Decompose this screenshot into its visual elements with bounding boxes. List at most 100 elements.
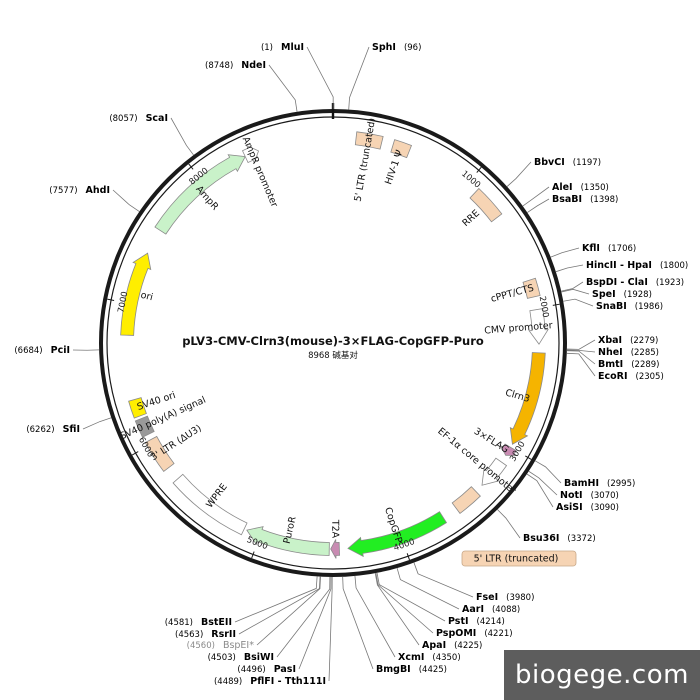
plasmid-size: 8968 碱基对 <box>308 350 358 361</box>
feature-cmv-promoter: CMV promoter <box>484 308 553 345</box>
feature-cmv-promoter-shape <box>528 308 549 345</box>
enzyme-name-pspomi: PspOMI <box>436 628 476 639</box>
tick-mark <box>525 455 532 460</box>
enzyme-site-xcmi: XcmI (4350) <box>354 575 461 664</box>
enzyme-position-bmti: (2289) <box>631 360 659 370</box>
feature-hiv1-psi-label: HIV-1 Ψ <box>383 149 405 186</box>
feature-3xflag: 3×FLAG <box>472 426 519 456</box>
enzyme-leader-pasi <box>298 576 332 670</box>
enzyme-label-bspdi-clai: BspDI - ClaI (1923) <box>586 270 684 289</box>
enzyme-leader-noti <box>528 470 558 496</box>
tick-mark <box>406 553 410 561</box>
feature-ltr3: 3' LTR (ΔU3) <box>144 423 204 472</box>
enzyme-position-nhei: (2285) <box>631 348 659 358</box>
enzyme-name-bsabi: BsaBI <box>552 194 582 205</box>
enzyme-position-bmgbi: (4425) <box>419 665 447 675</box>
enzyme-leader-apai <box>374 573 420 646</box>
enzyme-leader-bmti <box>566 350 596 365</box>
enzyme-label-aari: AarI (4088) <box>462 597 520 616</box>
enzyme-leader-fsei <box>413 562 474 598</box>
watermark-logo: biogege.com <box>504 650 700 700</box>
feature-ampr-promoter: AmpR promoter <box>240 135 280 209</box>
enzyme-position-bbvci: (1197) <box>573 158 601 168</box>
feature-3xflag-label: 3×FLAG <box>472 426 511 456</box>
enzyme-leader-scai <box>170 117 194 156</box>
enzyme-site-rsrii: (4563) RsrII <box>175 576 321 640</box>
enzyme-position-bamhi: (2995) <box>607 479 635 489</box>
enzyme-site-bspei: (4560) BspEI* <box>187 576 321 651</box>
enzyme-position-bsiwi: (4503) <box>208 653 236 663</box>
enzyme-position-aari: (4088) <box>492 605 520 615</box>
enzyme-name-spei: SpeI <box>592 289 616 300</box>
enzyme-leader-sphi <box>348 46 370 110</box>
feature-ori-shape <box>120 252 152 336</box>
enzyme-label-xbai: XbaI (2279) <box>598 328 658 347</box>
enzyme-leader-psti <box>376 572 446 622</box>
enzyme-label-ahdi: (7577) AhdI <box>49 178 110 197</box>
enzyme-position-pflfi-tth111i: (4489) <box>214 677 242 687</box>
tick-mark <box>188 163 194 170</box>
enzyme-label-bbvci: BbvCI (1197) <box>534 150 601 169</box>
enzyme-leader-mlui <box>306 46 334 110</box>
feature-ampr-promoter-shape <box>241 144 260 165</box>
enzyme-name-bspdi-clai: BspDI - ClaI <box>586 277 648 288</box>
enzyme-position-ndei: (8748) <box>205 61 233 71</box>
feature-ltr3-shape <box>144 435 175 472</box>
enzyme-label-ecori: EcoRI (2305) <box>598 364 664 383</box>
feature-puror-shape <box>246 526 330 556</box>
enzyme-position-snabi: (1986) <box>635 302 663 312</box>
feature-clrn3: Clrn3 <box>504 352 546 445</box>
enzyme-leader-hincii-hpai <box>555 264 584 273</box>
enzyme-label-scai: (8057) ScaI <box>109 106 168 125</box>
enzyme-name-asisi: AsiSI <box>556 502 583 513</box>
enzyme-leader-bsiwi <box>276 576 331 658</box>
enzyme-leader-kfli <box>550 247 580 258</box>
enzyme-position-asisi: (3090) <box>591 503 619 513</box>
enzyme-leader-aari <box>396 567 460 610</box>
enzyme-site-pcii: (6684) PciI <box>14 338 100 357</box>
feature-label-box <box>461 550 577 567</box>
enzyme-site-bamhi: BamHI (2995) <box>534 460 635 489</box>
enzyme-label-pcii: (6684) PciI <box>14 338 70 357</box>
enzyme-name-mlui: MluI <box>281 42 304 53</box>
enzyme-name-pasi: PasI <box>274 664 296 675</box>
feature-ampr-promoter-label: AmpR promoter <box>240 135 280 209</box>
feature-rre-label: RRE <box>460 208 482 229</box>
tick-label: 1000 <box>459 169 482 191</box>
enzyme-leader-alei <box>522 186 550 207</box>
enzyme-label-psti: PstI (4214) <box>448 609 505 628</box>
enzyme-site-bspdi-clai: BspDI - ClaI (1923) <box>561 270 684 292</box>
enzyme-label-pasi: (4496) PasI <box>237 657 296 676</box>
enzyme-position-bsu36i: (3372) <box>567 534 595 544</box>
enzyme-site-asisi: AsiSI (3090) <box>526 473 619 513</box>
enzyme-site-ecori: EcoRI (2305) <box>566 352 664 383</box>
enzyme-position-pasi: (4496) <box>237 665 265 675</box>
enzyme-position-bspei: (4560) <box>187 641 215 651</box>
enzyme-label-ndei: (8748) NdeI <box>205 53 266 72</box>
feature-hiv1-psi: HIV-1 Ψ <box>383 139 413 186</box>
enzyme-label-xcmi: XcmI (4350) <box>398 645 461 664</box>
enzyme-label-pspomi: PspOMI (4221) <box>436 621 513 640</box>
feature-ltr5-trunc-shape <box>354 131 384 150</box>
enzyme-label-kfli: KflI (1706) <box>582 236 636 255</box>
enzyme-site-alei: AleI (1350) <box>522 175 609 207</box>
enzyme-site-bsu36i: Bsu36I (3372) <box>497 509 596 544</box>
enzyme-name-sfii: SfiI <box>63 424 80 435</box>
enzyme-name-ahdi: AhdI <box>86 185 110 196</box>
enzyme-position-rsrii: (4563) <box>175 630 203 640</box>
feature-ltr5-trunc-2-shape <box>451 486 481 514</box>
feature-t2a: T2A <box>329 519 340 559</box>
enzyme-leader-xbai <box>566 339 596 350</box>
enzyme-leader-bsu36i <box>497 509 521 539</box>
enzyme-site-noti: NotI (3070) <box>528 470 619 501</box>
enzyme-site-bsteii: (4581) BstEII <box>165 576 318 628</box>
enzyme-site-hincii-hpai: HincII - HpaI (1800) <box>555 260 688 273</box>
enzyme-name-ndei: NdeI <box>241 60 266 71</box>
enzyme-leader-asisi <box>526 473 554 508</box>
enzyme-leader-bsteii <box>234 576 318 623</box>
enzyme-leader-xcmi <box>354 575 396 658</box>
enzyme-label-alei: AleI (1350) <box>552 175 609 194</box>
enzyme-position-alei: (1350) <box>581 183 609 193</box>
enzyme-leader-bspdi-clai <box>561 281 584 292</box>
